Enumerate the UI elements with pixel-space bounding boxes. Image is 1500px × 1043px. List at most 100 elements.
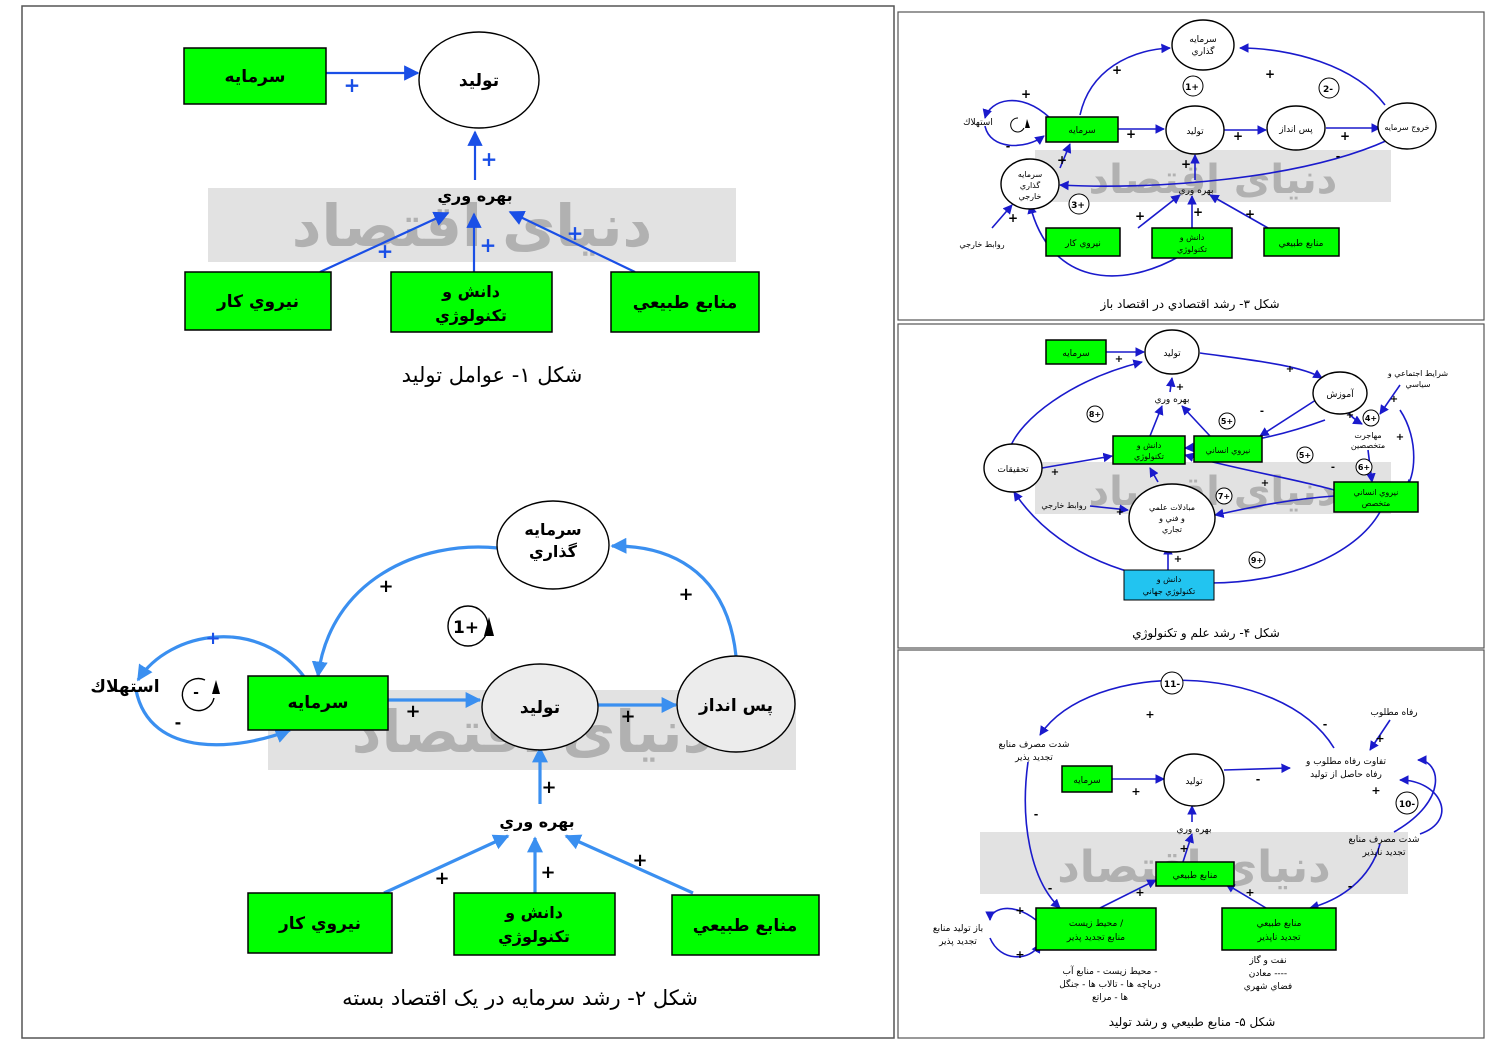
fig3-labor-box (1045, 227, 1121, 257)
svg-text:5+: 5+ (1299, 451, 1311, 460)
svg-text:نيروي انساني: نيروي انساني (1206, 446, 1251, 455)
svg-text:تكنولوژي: تكنولوژي (498, 927, 570, 947)
fig1-natural-label: منابع طبيعي (633, 293, 737, 313)
svg-text:نيروي انساني: نيروي انساني (1354, 488, 1399, 497)
svg-text:+: + (620, 706, 635, 727)
svg-text:+: + (1015, 948, 1024, 961)
svg-text:-: - (1323, 718, 1328, 731)
fig5-nonrenewable-box (1221, 907, 1337, 951)
svg-text:+: + (1176, 382, 1184, 393)
fig4-skilled-box (1193, 435, 1263, 463)
svg-text:-: - (1048, 882, 1053, 895)
fig3-diagram: سرمايه گذاري سرمايه توليد پس انداز خروج … (959, 19, 1437, 312)
svg-text:مهاجرت: مهاجرت (1354, 431, 1381, 440)
svg-text:5+: 5+ (1221, 417, 1233, 426)
fig5-frame (897, 649, 1485, 1039)
svg-text:+: + (1193, 205, 1203, 219)
svg-text:ها - مراتع: ها - مراتع (1092, 993, 1128, 1003)
fig3-investment-node (1171, 19, 1235, 71)
svg-text:1+: 1+ (453, 618, 479, 638)
svg-text:سرمايه: سرمايه (1073, 776, 1100, 786)
svg-text:گذاري: گذاري (1020, 180, 1041, 190)
svg-text:+: + (540, 862, 555, 883)
svg-text:+: + (1135, 886, 1144, 899)
svg-text:تكنولوژي: تكنولوژي (1134, 452, 1164, 461)
fig2-savings-node (676, 655, 796, 753)
svg-text:+: + (480, 233, 497, 257)
fig1-knowledge-label-1: دانش و (441, 282, 500, 301)
fig3-savings-node (1266, 105, 1326, 151)
svg-text:منابع طبيعي: منابع طبيعي (1173, 871, 1218, 881)
svg-text:نفت و گاز: نفت و گاز (1248, 954, 1286, 966)
svg-text:سرمايه: سرمايه (524, 520, 581, 539)
svg-text:-: - (193, 685, 199, 701)
svg-text:+: + (1126, 127, 1136, 141)
fig4-frame (897, 323, 1485, 649)
svg-text:+: + (1179, 842, 1188, 855)
svg-text:منابع طبيعي: منابع طبيعي (1257, 919, 1302, 929)
fig3-outflow-node (1377, 102, 1437, 150)
svg-text:+: + (1174, 554, 1182, 565)
fig4-specialist-box (1333, 481, 1419, 513)
svg-text:مبادلات علمي: مبادلات علمي (1149, 503, 1195, 512)
svg-text:+: + (1116, 507, 1124, 518)
svg-text:درياچه ها - تالاب ها - جنگل: درياچه ها - تالاب ها - جنگل (1059, 978, 1161, 990)
svg-text:بهره وري: بهره وري (1177, 825, 1212, 835)
fig2-capital-box (247, 675, 389, 731)
fig1-production-label: توليد (459, 71, 499, 91)
fig2-knowledge-box (453, 892, 616, 956)
svg-text:+: + (1390, 394, 1398, 405)
svg-text:استهلاك: استهلاك (963, 118, 993, 128)
svg-text:+: + (1286, 364, 1294, 375)
svg-text:سرمايه: سرمايه (1189, 35, 1216, 45)
fig2-investment-node (496, 500, 610, 590)
svg-text:+: + (1245, 886, 1254, 899)
svg-text:بهره وري: بهره وري (1179, 186, 1214, 196)
svg-text:+: + (344, 73, 361, 97)
fig1-natural-box (610, 271, 760, 333)
svg-text:تكنولوژي جهاني: تكنولوژي جهاني (1143, 587, 1195, 596)
svg-text:دانش و: دانش و (1156, 575, 1182, 584)
svg-text:+: + (567, 221, 584, 245)
svg-text:+: + (541, 777, 556, 798)
fig4-global-knowledge-box (1123, 569, 1215, 601)
svg-text:+: + (1346, 410, 1354, 421)
svg-text:8+: 8+ (1089, 410, 1101, 419)
fig3-natural-box (1263, 227, 1340, 257)
fig1-caption: شکل ۱- عوامل تولید (402, 363, 583, 387)
svg-text:متخصص: متخصص (1362, 499, 1391, 508)
svg-text:آموزش: آموزش (1326, 388, 1354, 400)
fig5-environment-box (1035, 907, 1157, 951)
fig4-caption: شکل ۴- رشد علم و تکنولوژي (1132, 626, 1280, 641)
fig3-foreign-investment-node (1000, 158, 1060, 210)
svg-text:پس انداز: پس انداز (698, 696, 773, 716)
svg-text:تحقيقات: تحقيقات (997, 465, 1029, 475)
svg-text:1+: 1+ (1185, 83, 1199, 93)
svg-text:سرمايه: سرمايه (1062, 349, 1089, 359)
svg-text:سياسي: سياسي (1406, 380, 1431, 389)
left-panel-frame (21, 5, 895, 1039)
svg-text:توليد: توليد (1163, 349, 1181, 359)
fig2-production-node (481, 663, 599, 751)
fig3-caption: شکل ۳- رشد اقتصادي در اقتصاد باز (1099, 297, 1279, 312)
svg-text:دانش و: دانش و (504, 903, 563, 922)
svg-text:تجديد ناپذير: تجديد ناپذير (1361, 848, 1406, 858)
svg-text:-: - (1348, 880, 1353, 893)
svg-text:محيط زيست /: محيط زيست / (1069, 919, 1124, 929)
svg-text:منابع طبيعي: منابع طبيعي (693, 916, 797, 936)
svg-text:+: + (678, 584, 693, 605)
fig1-labor-box (184, 271, 332, 331)
svg-text:+: + (377, 239, 394, 263)
svg-text:روابط خارجي: روابط خارجي (1041, 501, 1086, 510)
fig4-production-node (1144, 329, 1200, 375)
svg-text:+: + (405, 701, 420, 722)
svg-text:+: + (1112, 63, 1122, 77)
svg-text:+: + (1396, 432, 1404, 443)
svg-text:تجاري: تجاري (1162, 525, 1182, 534)
svg-text:منابع تجديد پذير: منابع تجديد پذير (1066, 933, 1125, 943)
svg-text:+: + (1145, 708, 1154, 721)
svg-text:+: + (378, 576, 393, 597)
svg-text:سرمايه: سرمايه (288, 693, 349, 713)
svg-text:+: + (1233, 129, 1243, 143)
